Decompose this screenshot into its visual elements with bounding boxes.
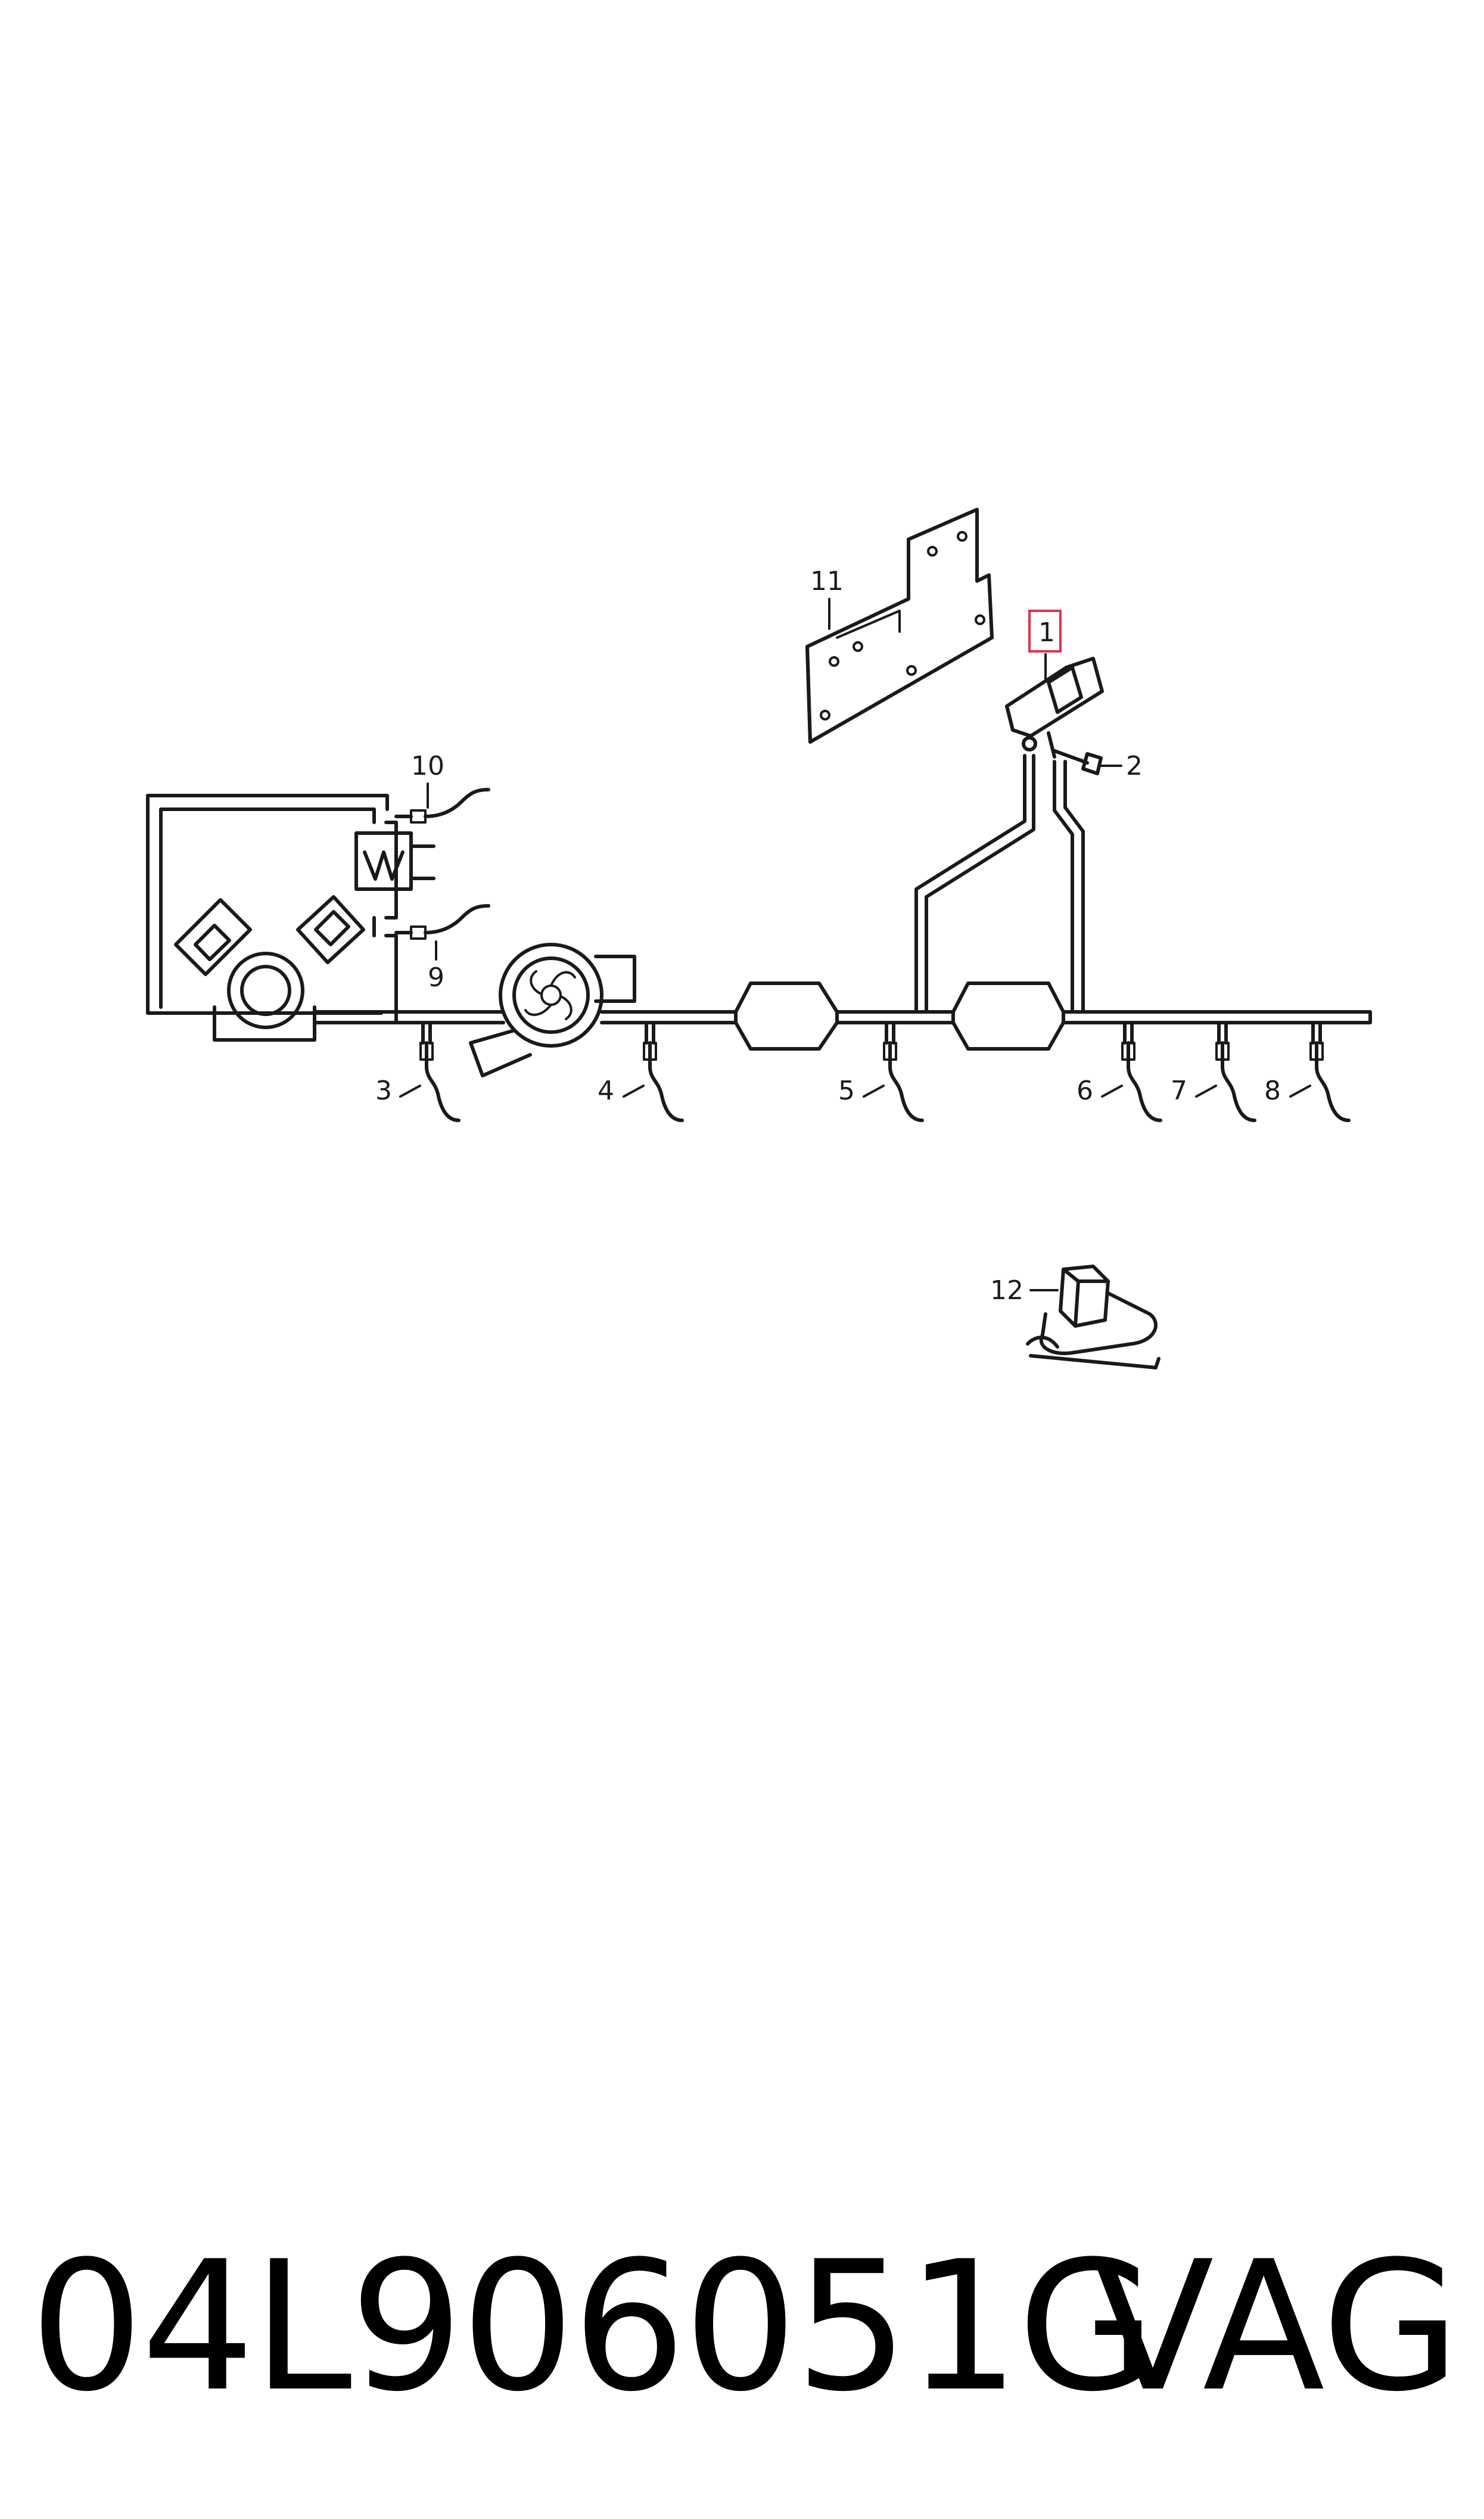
callout-6[interactable]: 6 xyxy=(1077,1076,1093,1106)
callout-1[interactable]: 1 xyxy=(1038,617,1055,648)
temperature-sensor-part-6 xyxy=(1121,1021,1162,1122)
bolt-part-2 xyxy=(1053,749,1103,775)
callout-7[interactable]: 7 xyxy=(1171,1076,1187,1106)
callout-5[interactable]: 5 xyxy=(838,1076,855,1106)
callout-12[interactable]: 12 xyxy=(990,1275,1023,1306)
highlight-box xyxy=(1028,610,1062,653)
turbocharger-icon xyxy=(469,943,636,1077)
callout-10[interactable]: 10 xyxy=(411,751,444,781)
temperature-sensor-part-8 xyxy=(1309,1021,1351,1122)
part-number: 04L906051G xyxy=(30,2223,1156,2431)
temperature-sensor-part-3 xyxy=(419,1021,461,1122)
catalytic-converter-1 xyxy=(734,981,839,1051)
temperature-sensor-part-4 xyxy=(643,1021,684,1122)
temperature-sensor-part-10 xyxy=(394,788,490,824)
temperature-sensor-part-7 xyxy=(1215,1021,1256,1122)
bracket-part-11 xyxy=(805,508,994,744)
temperature-sensor-part-5 xyxy=(883,1021,924,1122)
clip-nut-part-12 xyxy=(1026,1265,1161,1369)
pressure-hoses xyxy=(914,754,1085,1014)
pressure-sensor-part-1 xyxy=(1005,657,1104,759)
callout-2[interactable]: 2 xyxy=(1126,751,1143,781)
brand-name: VAG xyxy=(1091,2223,1460,2431)
callout-8[interactable]: 8 xyxy=(1264,1076,1281,1106)
callout-3[interactable]: 3 xyxy=(375,1076,392,1106)
engine-frame xyxy=(146,794,398,1024)
callout-4[interactable]: 4 xyxy=(598,1076,614,1106)
catalytic-converter-2 xyxy=(951,981,1065,1051)
footer: 04L906051G VAG xyxy=(0,2229,1484,2425)
egr-cooler-icon xyxy=(354,831,435,891)
leader-lines xyxy=(399,598,1311,1291)
temperature-sensor-part-9 xyxy=(394,904,490,940)
exhaust-pipe xyxy=(313,1010,1372,1024)
callout-9[interactable]: 9 xyxy=(428,962,444,993)
callout-11[interactable]: 11 xyxy=(810,566,844,597)
engine-icon xyxy=(174,895,365,1042)
